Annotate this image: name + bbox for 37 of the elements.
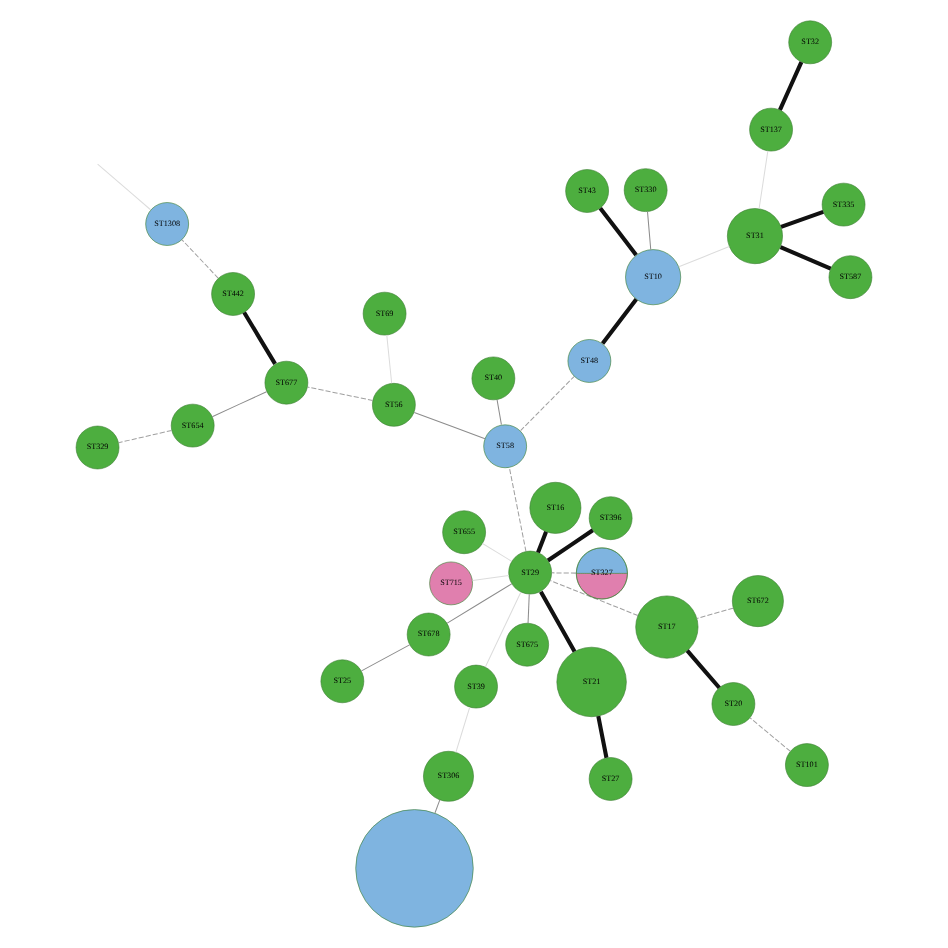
connector — [779, 245, 832, 271]
connector — [496, 399, 502, 426]
connector — [413, 411, 486, 440]
connector — [758, 150, 769, 210]
connector — [536, 531, 548, 554]
connector — [678, 245, 730, 268]
connector — [434, 799, 441, 814]
connector — [361, 644, 411, 672]
connector — [749, 717, 791, 752]
connector — [596, 715, 609, 759]
connector — [600, 298, 638, 345]
connector — [647, 211, 652, 251]
connector — [685, 649, 721, 690]
connector — [508, 466, 527, 552]
connector — [549, 580, 639, 616]
connector — [484, 591, 522, 668]
node-circle — [355, 809, 474, 928]
connector — [780, 209, 824, 229]
connector — [211, 391, 268, 418]
connector — [118, 429, 173, 444]
connector — [778, 61, 804, 111]
connector — [242, 311, 277, 365]
connector — [696, 607, 734, 619]
connector — [97, 163, 152, 211]
connector — [472, 575, 510, 581]
connector — [181, 239, 219, 279]
connector — [546, 528, 594, 563]
connector — [482, 542, 512, 562]
connector — [520, 376, 575, 432]
connector — [539, 590, 577, 653]
connector — [527, 593, 530, 624]
connector — [551, 572, 577, 574]
connector — [598, 206, 638, 257]
connector — [446, 583, 513, 624]
connector — [455, 706, 471, 753]
connector — [307, 386, 374, 401]
connector — [386, 334, 393, 384]
